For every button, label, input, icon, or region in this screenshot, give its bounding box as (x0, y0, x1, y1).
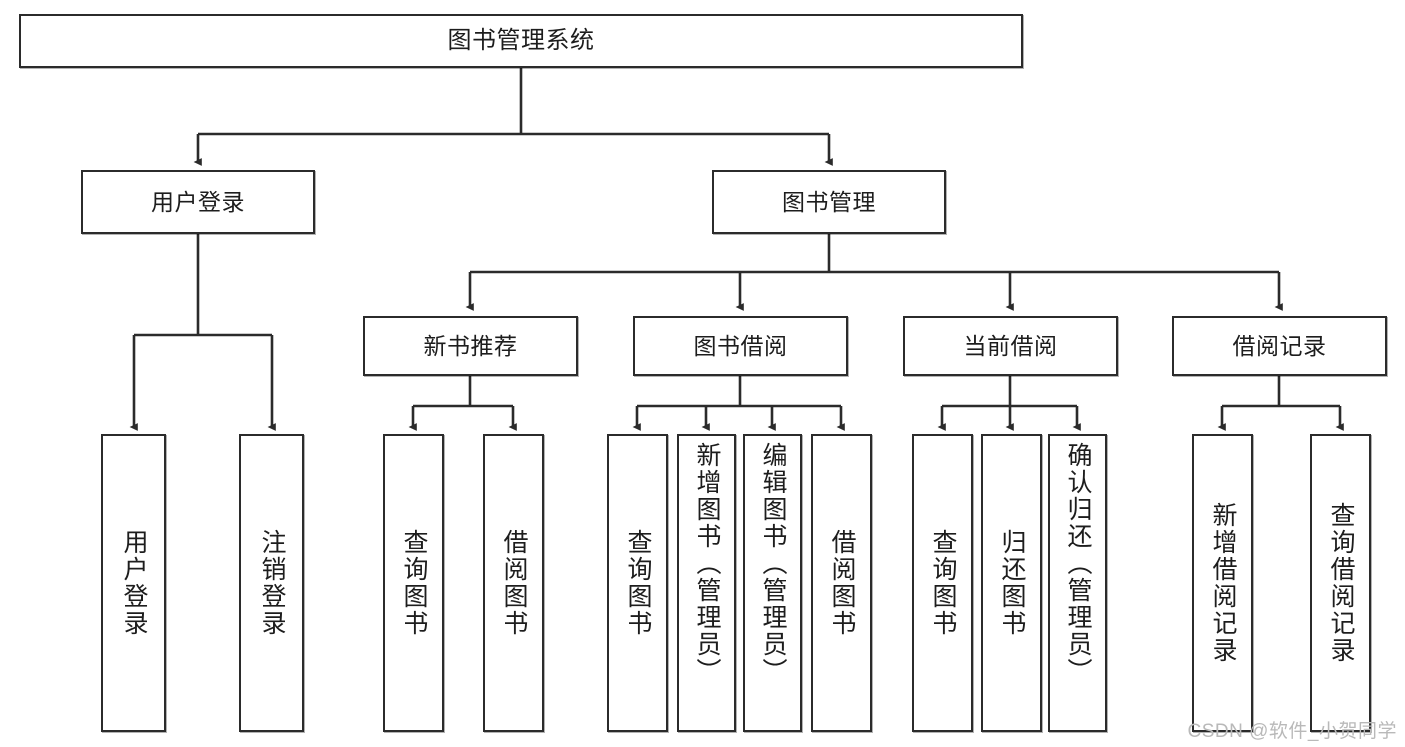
node-label: 确认归还（管理员） (1064, 442, 1092, 685)
node-label: 图书管理 (782, 188, 876, 215)
node-label: 编辑图书（管理员） (759, 442, 787, 685)
node-leaf-return-book[interactable]: 归还图书 (981, 434, 1042, 732)
node-label: 用户登录 (151, 188, 245, 215)
node-leaf-query-book-2[interactable]: 查询图书 (607, 434, 668, 732)
node-label: 查询借阅记录 (1327, 502, 1355, 664)
node-book-manage[interactable]: 图书管理 (712, 170, 946, 234)
node-current-borrow[interactable]: 当前借阅 (903, 316, 1118, 376)
node-leaf-add-record[interactable]: 新增借阅记录 (1192, 434, 1253, 732)
node-leaf-borrow-book-1[interactable]: 借阅图书 (483, 434, 544, 732)
node-label: 用户登录 (120, 529, 148, 637)
node-leaf-add-book[interactable]: 新增图书（管理员） (677, 434, 736, 732)
node-leaf-query-book-3[interactable]: 查询图书 (912, 434, 973, 732)
node-root-system[interactable]: 图书管理系统 (19, 14, 1023, 68)
node-label: 查询图书 (624, 529, 652, 637)
node-leaf-borrow-book-2[interactable]: 借阅图书 (811, 434, 872, 732)
node-book-borrow[interactable]: 图书借阅 (633, 316, 848, 376)
node-label: 新增借阅记录 (1209, 502, 1237, 664)
node-label: 归还图书 (998, 529, 1026, 637)
node-label: 借阅图书 (500, 529, 528, 637)
node-user-login[interactable]: 用户登录 (81, 170, 315, 234)
node-label: 查询图书 (400, 529, 428, 637)
node-borrow-record[interactable]: 借阅记录 (1172, 316, 1387, 376)
node-label: 借阅图书 (828, 529, 856, 637)
node-label: 新书推荐 (423, 332, 518, 359)
node-leaf-query-book-1[interactable]: 查询图书 (383, 434, 444, 732)
node-leaf-confirm-return[interactable]: 确认归还（管理员） (1048, 434, 1107, 732)
node-label: 借阅记录 (1232, 332, 1327, 359)
node-leaf-query-record[interactable]: 查询借阅记录 (1310, 434, 1371, 732)
node-leaf-edit-book[interactable]: 编辑图书（管理员） (743, 434, 802, 732)
node-leaf-user-login[interactable]: 用户登录 (101, 434, 166, 732)
node-label: 图书借阅 (693, 332, 788, 359)
node-label: 图书管理系统 (447, 27, 595, 55)
node-label: 查询图书 (929, 529, 957, 637)
node-leaf-logout-login[interactable]: 注销登录 (239, 434, 304, 732)
csdn-watermark: CSDN @软件_小贺同学 (1187, 721, 1397, 742)
node-label: 注销登录 (258, 529, 286, 637)
node-label: 新增图书（管理员） (693, 442, 721, 685)
node-new-book-recommend[interactable]: 新书推荐 (363, 316, 578, 376)
node-label: 当前借阅 (963, 332, 1058, 359)
